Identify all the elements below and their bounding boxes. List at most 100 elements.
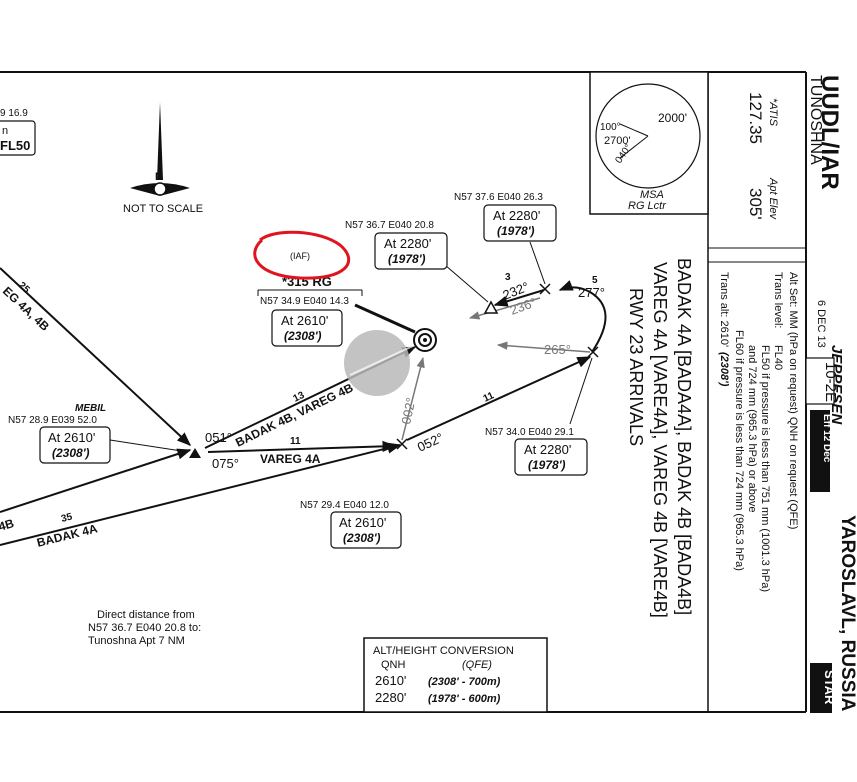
iaf-label-group: (IAF) *315 RG N57 34.9 E040 14.3 <box>253 230 363 307</box>
north-letter: N <box>155 171 163 183</box>
direct-line-1: Direct distance from <box>97 609 195 621</box>
radial-265: 265° <box>544 342 571 357</box>
msa-bearing-1: 100° <box>600 122 621 133</box>
fix2-coord: N57 36.7 E040 20.8 <box>345 220 434 231</box>
alt-set-note: Alt Set: MM (hPa on request) QNH on requ… <box>787 272 799 529</box>
msa-alt-high: 2000' <box>658 111 687 125</box>
fix3-coord: N57 37.6 E040 26.3 <box>454 192 543 203</box>
trans-alt-qfe: (2308') <box>718 352 730 387</box>
conversion-col-qfe: (QFE) <box>462 659 492 671</box>
apt-elev-label: Apt Elev <box>767 177 779 220</box>
star-label-box <box>810 663 832 713</box>
fix1-coord: N57 34.9 E040 14.3 <box>260 296 349 307</box>
mebil-symbol <box>189 448 201 458</box>
atis-label: *ATIS <box>767 98 779 127</box>
top-left-text: n <box>2 125 8 137</box>
route-4b-bottom <box>0 448 192 513</box>
radial-002: 002° <box>398 396 418 425</box>
fix2-box: N57 36.7 E040 20.8 At 2280' (1978') <box>345 220 448 270</box>
route-277-turn <box>558 280 607 353</box>
mebil-name: MEBIL <box>75 403 106 414</box>
msa-circle <box>595 83 701 189</box>
dist-11-a: 11 <box>290 436 301 447</box>
fix1-box: At 2610' (2308') <box>271 309 343 347</box>
top-left-fl: FL50 <box>0 138 30 153</box>
conversion-row2-qnh: 2280' <box>375 690 406 705</box>
iaf-lead <box>354 303 416 334</box>
airport-code: UUDL/IAR <box>816 75 843 190</box>
fix1-alt: At 2610' <box>281 313 328 328</box>
fix4-box: N57 34.0 E040 29.1 At 2280' (1978') <box>485 357 593 476</box>
red-annotation-circle <box>253 230 351 280</box>
route-badak-4a-4b-top <box>0 267 192 446</box>
effective-date: Eff 12 Dec <box>821 414 832 463</box>
mebil-coord: N57 28.9 E039 52.0 <box>8 415 97 426</box>
north-arrow: N NOT TO SCALE <box>123 102 203 215</box>
route-265 <box>496 341 591 353</box>
top-left-fix: 9 16.9 n FL50 <box>0 108 36 156</box>
dist-11-b: 11 <box>482 390 497 405</box>
fix2-alt: At 2280' <box>384 236 431 251</box>
issue-date: 6 DEC 13 <box>815 300 827 348</box>
fix5-qfe: (2308') <box>343 531 381 545</box>
conversion-title: ALT/HEIGHT CONVERSION <box>373 645 514 657</box>
route-badak-4a <box>0 442 402 546</box>
fix5-alt: At 2610' <box>339 515 386 530</box>
fix3-symbol <box>539 283 551 295</box>
route-075 <box>207 440 397 453</box>
title-line-1: BADAK 4A [BADA4A], BADAK 4B [BADA4B] <box>674 258 694 615</box>
route-052 <box>406 356 592 441</box>
mebil-box: MEBIL N57 28.9 E039 52.0 At 2610' (2308'… <box>8 403 189 464</box>
effective-box <box>810 410 830 492</box>
msa-alt-low: 2700' <box>604 135 631 147</box>
conversion-table: ALT/HEIGHT CONVERSION QNH (QFE) 2610' (2… <box>363 637 548 713</box>
msa-box: 2000' 2700' 100° 040° MSA RG Lctr <box>589 71 709 215</box>
dist-13: 13 <box>291 390 306 405</box>
msa-label: MSA <box>640 189 664 201</box>
route-002 <box>401 356 425 441</box>
conversion-row2-qfe: (1978' - 600m) <box>428 693 501 705</box>
airport-city: TUNOSHNA <box>807 75 824 165</box>
title-line-2: VAREG 4A [VARE4A], VAREG 4B [VARE4B] <box>650 262 670 618</box>
routes <box>0 264 607 546</box>
top-left-coord: 9 16.9 <box>0 108 28 119</box>
fix5-coord: N57 29.4 E040 12.0 <box>300 500 389 511</box>
title-line-3: RWY 23 ARRIVALS <box>626 288 646 446</box>
route-236 <box>468 297 541 320</box>
radial-051: 051° <box>205 430 232 445</box>
trans-level-2: FL50 if pressure is less than 751 mm (10… <box>759 345 771 592</box>
iaf-navaid <box>413 328 437 352</box>
dist-3: 3 <box>505 272 511 283</box>
fix4-alt: At 2280' <box>524 442 571 457</box>
fix5-box: N57 29.4 E040 12.0 At 2610' (2308') <box>300 500 402 549</box>
conversion-row1-qfe: (2308' - 700m) <box>428 676 501 688</box>
city-country: YAROSLAVL, RUSSIA <box>837 515 857 712</box>
radial-075: 075° <box>212 456 239 471</box>
fix5-symbol <box>396 438 408 450</box>
apt-elev-value: 305' <box>746 188 765 220</box>
label-vareg-4a: VAREG 4A <box>260 452 321 466</box>
direct-distance-note: Direct distance from N57 36.7 E040 20.8 … <box>88 609 201 647</box>
fix3-qfe: (1978') <box>497 224 535 238</box>
conversion-col-qnh: QNH <box>381 659 406 671</box>
fix2-qfe: (1978') <box>388 252 426 266</box>
chart-number-box <box>805 357 835 405</box>
fix3-box: N57 37.6 E040 26.3 At 2280' (1978') <box>454 192 557 285</box>
trans-level-1: FL40 <box>772 345 784 370</box>
mebil-alt: At 2610' <box>48 430 95 445</box>
header-block: UUDL/IAR TUNOSHNA *ATIS 127.35 Apt Elev … <box>746 75 857 713</box>
fix4-coord: N57 34.0 E040 29.1 <box>485 427 574 438</box>
label-tail-4b: 4B <box>0 516 16 534</box>
fix2-symbol <box>483 300 499 314</box>
fix2-leader <box>444 264 489 303</box>
direct-line-2: N57 36.7 E040 20.8 to: <box>88 622 201 634</box>
trans-level-label: Trans level: <box>772 272 784 328</box>
mebil-qfe: (2308') <box>52 446 90 460</box>
atis-frequency: 127.35 <box>746 92 765 144</box>
fix3-alt: At 2280' <box>493 208 540 223</box>
direct-line-3: Tunoshna Apt 7 NM <box>88 635 185 647</box>
chart-type-label: STAR <box>822 670 837 705</box>
chart-number: 10-2E <box>822 362 839 402</box>
route-232 <box>493 289 545 307</box>
